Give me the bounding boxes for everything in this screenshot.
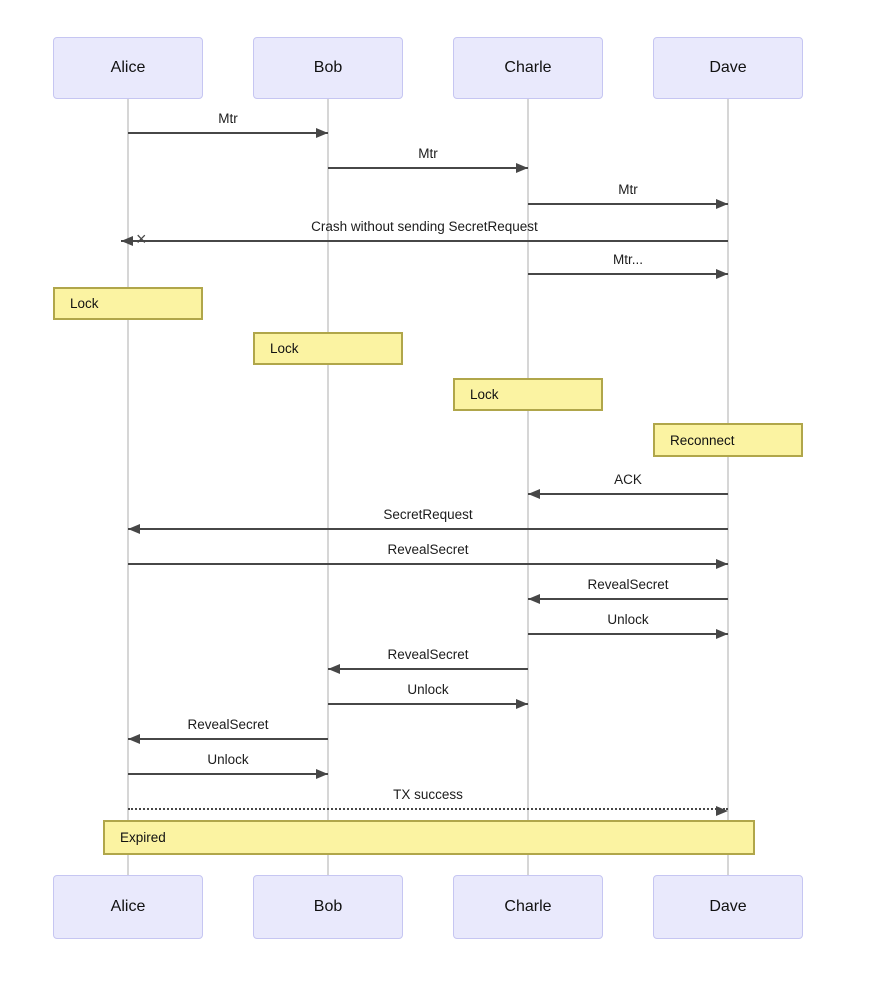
actor-top-charle: Charle [453, 37, 603, 99]
note-label: Expired [120, 830, 166, 845]
message-arrow [328, 664, 528, 674]
message-arrow [528, 594, 728, 604]
arrowhead-left-icon [121, 236, 133, 246]
message-arrow [528, 629, 728, 639]
arrowhead-right-icon [316, 128, 328, 138]
actor-top-alice: Alice [53, 37, 203, 99]
actor-label: Charle [504, 59, 552, 76]
note-lock-charle: Lock [453, 378, 603, 411]
message-label: Unlock [407, 682, 449, 697]
message-label: Unlock [607, 612, 649, 627]
message-arrow [528, 199, 728, 209]
arrowhead-right-icon [316, 769, 328, 779]
message-label: SecretRequest [383, 507, 473, 522]
note-reconnect-dave: Reconnect [653, 423, 803, 457]
actor-bottom-charle: Charle [453, 875, 603, 939]
message-alice-bob-mtr: Mtr [128, 111, 328, 138]
arrowhead-left-icon [528, 489, 540, 499]
message-alice-dave-tx-success: TX success [128, 787, 728, 816]
actor-top-dave: Dave [653, 37, 803, 99]
message-charle-dave-unlock: Unlock [528, 612, 728, 639]
lifeline-bob [327, 99, 329, 875]
message-arrow [128, 734, 328, 744]
message-arrow [328, 699, 528, 709]
message-label: RevealSecret [587, 577, 669, 592]
arrowhead-left-icon [128, 524, 140, 534]
note-lock-bob: Lock [253, 332, 403, 365]
note-label: Lock [470, 387, 499, 402]
message-bob-charle-mtr: Mtr [328, 146, 528, 173]
message-label: RevealSecret [387, 647, 469, 662]
actor-label: Alice [110, 59, 146, 76]
actor-bottom-bob: Bob [253, 875, 403, 939]
message-dave-alice-secretrequest: SecretRequest [128, 507, 728, 534]
arrowhead-right-icon [716, 629, 728, 639]
arrowhead-left-icon [328, 664, 340, 674]
message-bob-charle-unlock: Unlock [328, 682, 528, 709]
message-label: Mtr... [613, 252, 643, 267]
message-alice-dave-revealsecret: RevealSecret [128, 542, 728, 569]
message-arrow [128, 559, 728, 569]
lost-message-cross-icon: × [136, 229, 147, 249]
message-alice-bob-unlock: Unlock [128, 752, 328, 779]
message-arrow-dotted [128, 806, 728, 816]
arrowhead-right-icon [716, 559, 728, 569]
actor-top-bob: Bob [253, 37, 403, 99]
message-label: Mtr [618, 182, 638, 197]
message-dave-charle-ack: ACK [528, 472, 728, 499]
actor-label: Bob [313, 59, 343, 76]
actor-label: Dave [709, 898, 747, 915]
message-charle-dave-mtr-retry: Mtr... [528, 252, 728, 279]
lifeline-dave [727, 99, 729, 875]
message-label: Mtr [218, 111, 238, 126]
message-arrow [328, 163, 528, 173]
message-charle-dave-mtr: Mtr [528, 182, 728, 209]
message-label: RevealSecret [187, 717, 269, 732]
arrowhead-right-icon [716, 806, 728, 816]
message-arrow [528, 489, 728, 499]
message-arrow: × [121, 230, 728, 248]
note-label: Lock [270, 341, 299, 356]
message-dave-alice-crash: Crash without sending SecretRequest × [121, 219, 728, 248]
message-arrow [128, 524, 728, 534]
message-charle-bob-revealsecret: RevealSecret [328, 647, 528, 674]
message-dave-charle-revealsecret: RevealSecret [528, 577, 728, 604]
message-arrow [128, 128, 328, 138]
message-bob-alice-revealsecret: RevealSecret [128, 717, 328, 744]
note-lock-alice: Lock [53, 287, 203, 320]
arrowhead-right-icon [516, 163, 528, 173]
message-label: Unlock [207, 752, 249, 767]
message-label: TX success [393, 787, 463, 802]
message-label: Mtr [418, 146, 438, 161]
message-label: ACK [614, 472, 642, 487]
message-arrow [128, 769, 328, 779]
actor-label: Alice [110, 898, 146, 915]
arrowhead-right-icon [716, 269, 728, 279]
note-label: Lock [70, 296, 99, 311]
lifeline-charle [527, 99, 529, 875]
arrowhead-left-icon [528, 594, 540, 604]
lifeline-alice [127, 99, 129, 875]
arrowhead-left-icon [128, 734, 140, 744]
arrowhead-right-icon [716, 199, 728, 209]
arrowhead-right-icon [516, 699, 528, 709]
actor-bottom-dave: Dave [653, 875, 803, 939]
actor-label: Charle [504, 898, 552, 915]
message-label: RevealSecret [387, 542, 469, 557]
message-arrow [528, 269, 728, 279]
actor-label: Dave [709, 59, 747, 76]
message-label: Crash without sending SecretRequest [311, 219, 538, 234]
note-label: Reconnect [670, 432, 735, 448]
note-expired-all: Expired [103, 820, 755, 855]
actor-bottom-alice: Alice [53, 875, 203, 939]
actor-label: Bob [313, 898, 343, 915]
